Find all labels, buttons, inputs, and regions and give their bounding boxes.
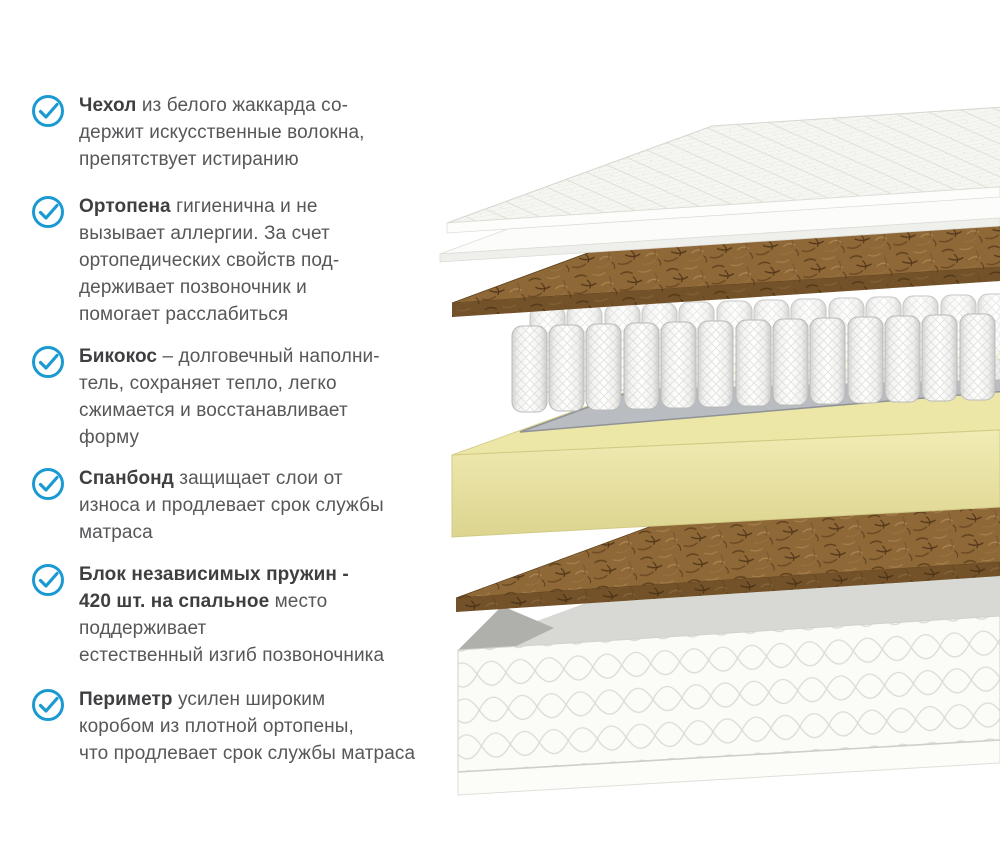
feature-rest: – долговечный наполни- тель, сохраняет т… bbox=[79, 346, 380, 448]
feature-text: Спанбонд защищает слои от износа и продл… bbox=[79, 465, 384, 546]
check-circle-icon bbox=[32, 346, 64, 378]
feature-lead: Блок независимых пружин - 420 шт. на спа… bbox=[79, 564, 349, 612]
coir2-front-shade bbox=[456, 562, 1000, 612]
feature-item-spunbond: Спанбонд защищает слои от износа и продл… bbox=[30, 465, 455, 546]
foam-frame-front-face bbox=[451, 429, 1000, 538]
feature-text: Блок независимых пружин - 420 шт. на спа… bbox=[79, 561, 384, 669]
feature-item-ortofoam: Ортопена гигиенична и не вызывает аллерг… bbox=[30, 193, 455, 328]
foam-sheet-front-face bbox=[439, 217, 1000, 263]
layer-quilted-cover bbox=[446, 106, 1000, 234]
feature-rest: место поддерживает естественный изгиб по… bbox=[79, 591, 385, 666]
feature-lead: Периметр bbox=[79, 689, 173, 710]
check-circle-icon bbox=[32, 468, 64, 500]
coir1-front-face bbox=[452, 267, 1000, 317]
base-cover-fold bbox=[458, 606, 554, 651]
check-circle-icon bbox=[32, 196, 64, 228]
feature-text: Бикокос – долговечный наполни- тель, сох… bbox=[79, 343, 380, 451]
feature-lead: Спанбонд bbox=[79, 468, 174, 489]
coir1-front-shade bbox=[452, 267, 1000, 317]
feature-lead: Ортопена bbox=[79, 196, 171, 217]
check-circle-icon bbox=[32, 564, 64, 596]
feature-rest: усилен широким коробом из плотной ортопе… bbox=[79, 689, 416, 764]
feature-text: Чехол из белого жаккарда со- держит иску… bbox=[79, 92, 365, 173]
feature-lead: Бикокос bbox=[79, 346, 158, 367]
feature-item-springs: Блок независимых пружин - 420 шт. на спа… bbox=[30, 561, 455, 669]
feature-list: Чехол из белого жаккарда со- держит иску… bbox=[0, 0, 460, 858]
coir2-front-face bbox=[456, 562, 1000, 612]
feature-text: Ортопена гигиенична и не вызывает аллерг… bbox=[79, 193, 339, 328]
cover-front-edge bbox=[446, 186, 1000, 234]
feature-rest: гигиенична и не вызывает аллергии. За сч… bbox=[79, 196, 340, 325]
feature-item-cover: Чехол из белого жаккарда со- держит иску… bbox=[30, 92, 455, 173]
feature-rest: из белого жаккарда со- держит искусствен… bbox=[79, 95, 365, 170]
feature-item-perimeter: Периметр усилен широким коробом из плотн… bbox=[30, 686, 455, 767]
feature-lead: Чехол bbox=[79, 95, 137, 116]
layer-springs-block bbox=[511, 293, 1000, 413]
check-circle-icon bbox=[32, 95, 64, 127]
feature-text: Периметр усилен широким коробом из плотн… bbox=[79, 686, 415, 767]
feature-item-bicoconut: Бикокос – долговечный наполни- тель, сох… bbox=[30, 343, 455, 451]
feature-rest: защищает слои от износа и продлевает сро… bbox=[79, 468, 384, 543]
base-quilted-side bbox=[457, 615, 1000, 773]
base-piping-line bbox=[457, 739, 1000, 773]
check-circle-icon bbox=[32, 689, 64, 721]
